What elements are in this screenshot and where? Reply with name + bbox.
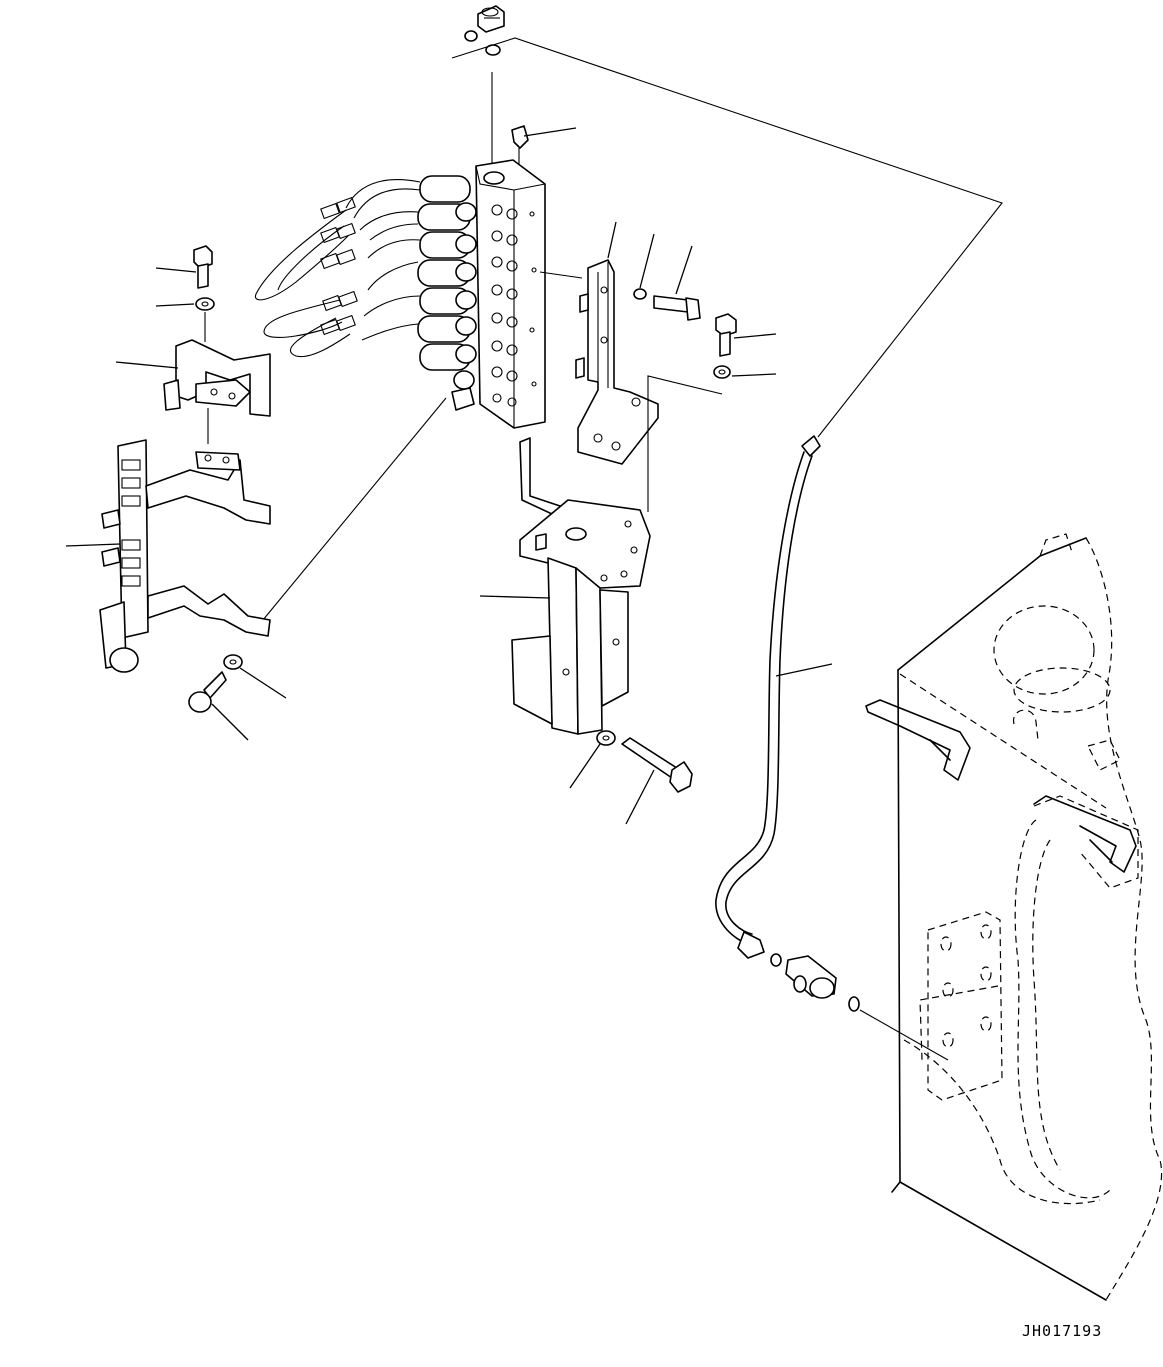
main-support-bracket — [479, 437, 651, 735]
bolt-left-lower — [188, 671, 249, 741]
top-o-ring-left — [464, 30, 478, 42]
washer-left-upper — [155, 297, 215, 311]
upper-harness-bracket — [115, 339, 271, 417]
routing-line-bracket — [647, 375, 723, 512]
machine-frame-reference — [865, 533, 1163, 1301]
sensor-o-ring-right — [848, 996, 860, 1012]
bolt-left-upper — [155, 245, 213, 289]
top-elbow-fitting — [477, 5, 505, 33]
bolt-bracket — [653, 245, 701, 321]
washer-left-lower — [223, 654, 287, 699]
solenoid-wire-harness — [254, 179, 421, 358]
pressure-sensor — [785, 955, 837, 999]
valve-mounting-bracket — [575, 221, 659, 465]
drawing-reference-number: JH017193 — [1022, 1322, 1103, 1340]
sensor-o-ring-left — [770, 953, 782, 967]
washer-bracket-lower — [569, 730, 616, 789]
bolt-right-upper — [715, 313, 777, 357]
washer-right-upper — [713, 365, 777, 379]
routing-line-top — [451, 37, 1003, 438]
bolt-bracket-lower — [621, 737, 693, 825]
plug — [511, 125, 577, 149]
routing-line-valve-bracket — [257, 397, 447, 627]
solenoid-valve-block — [417, 159, 546, 429]
harness-clamp-bracket — [65, 439, 271, 673]
routing-line-sensor — [859, 1009, 949, 1061]
washer-bracket — [633, 233, 655, 300]
hydraulic-hose — [715, 435, 833, 959]
